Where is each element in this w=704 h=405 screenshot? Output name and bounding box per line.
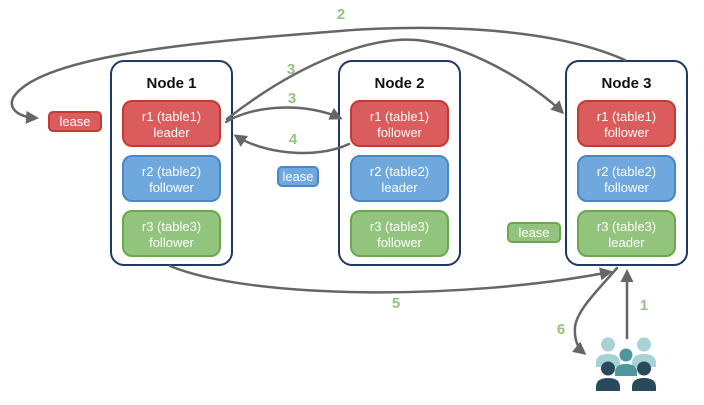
arrow-2-node3-to-lease bbox=[10, 26, 627, 124]
replica-name: r2 (table2) bbox=[141, 164, 202, 179]
users-icon bbox=[596, 337, 656, 391]
step-label-1: 1 bbox=[639, 297, 649, 314]
replica-role: follower bbox=[377, 235, 422, 250]
lease-badge-r3: lease bbox=[507, 222, 561, 243]
node3-replica-r2: r2 (table2) follower bbox=[577, 155, 676, 202]
replica-role: leader bbox=[153, 125, 190, 140]
step-label-3b: 3 bbox=[287, 90, 297, 107]
replica-name: r3 (table3) bbox=[369, 219, 430, 234]
replica-role: leader bbox=[381, 180, 418, 195]
step-label-3a: 3 bbox=[286, 61, 296, 78]
step-label-4: 4 bbox=[288, 131, 298, 148]
arrow-5-node1-to-node3 bbox=[168, 264, 613, 294]
node2-replica-r1: r1 (table1) follower bbox=[350, 100, 449, 147]
step-label-2: 2 bbox=[336, 6, 346, 23]
lease-badge-r2: lease bbox=[277, 166, 319, 187]
node-3-title: Node 3 bbox=[601, 75, 652, 92]
node-3: Node 3 r1 (table1) follower r2 (table2) … bbox=[565, 60, 688, 266]
replica-role: follower bbox=[149, 180, 194, 195]
arrow-3-leader-to-node2-follower bbox=[224, 106, 343, 124]
node1-replica-r2: r2 (table2) follower bbox=[122, 155, 221, 202]
node-2-title: Node 2 bbox=[374, 75, 425, 92]
node2-replica-r2: r2 (table2) leader bbox=[350, 155, 449, 202]
replica-name: r3 (table3) bbox=[596, 219, 657, 234]
replica-role: follower bbox=[377, 125, 422, 140]
node-1-title: Node 1 bbox=[146, 75, 197, 92]
node1-replica-r1: r1 (table1) leader bbox=[122, 100, 221, 147]
replica-role: follower bbox=[604, 180, 649, 195]
node3-replica-r3: r3 (table3) leader bbox=[577, 210, 676, 257]
replica-name: r3 (table3) bbox=[141, 219, 202, 234]
replica-role: leader bbox=[608, 235, 645, 250]
node2-replica-r3: r3 (table3) follower bbox=[350, 210, 449, 257]
node3-replica-r1: r1 (table1) follower bbox=[577, 100, 676, 147]
replica-name: r1 (table1) bbox=[141, 109, 202, 124]
replica-name: r1 (table1) bbox=[369, 109, 430, 124]
lease-badge-r1: lease bbox=[48, 111, 102, 132]
replica-role: follower bbox=[604, 125, 649, 140]
replica-name: r2 (table2) bbox=[596, 164, 657, 179]
replica-name: r1 (table1) bbox=[596, 109, 657, 124]
step-label-6: 6 bbox=[556, 321, 566, 338]
node1-replica-r3: r3 (table3) follower bbox=[122, 210, 221, 257]
replica-name: r2 (table2) bbox=[369, 164, 430, 179]
users-icon-people bbox=[596, 337, 656, 391]
replica-role: follower bbox=[149, 235, 194, 250]
node-1: Node 1 r1 (table1) leader r2 (table2) fo… bbox=[110, 60, 233, 266]
node-2: Node 2 r1 (table1) follower r2 (table2) … bbox=[338, 60, 461, 266]
step-label-5: 5 bbox=[391, 295, 401, 312]
